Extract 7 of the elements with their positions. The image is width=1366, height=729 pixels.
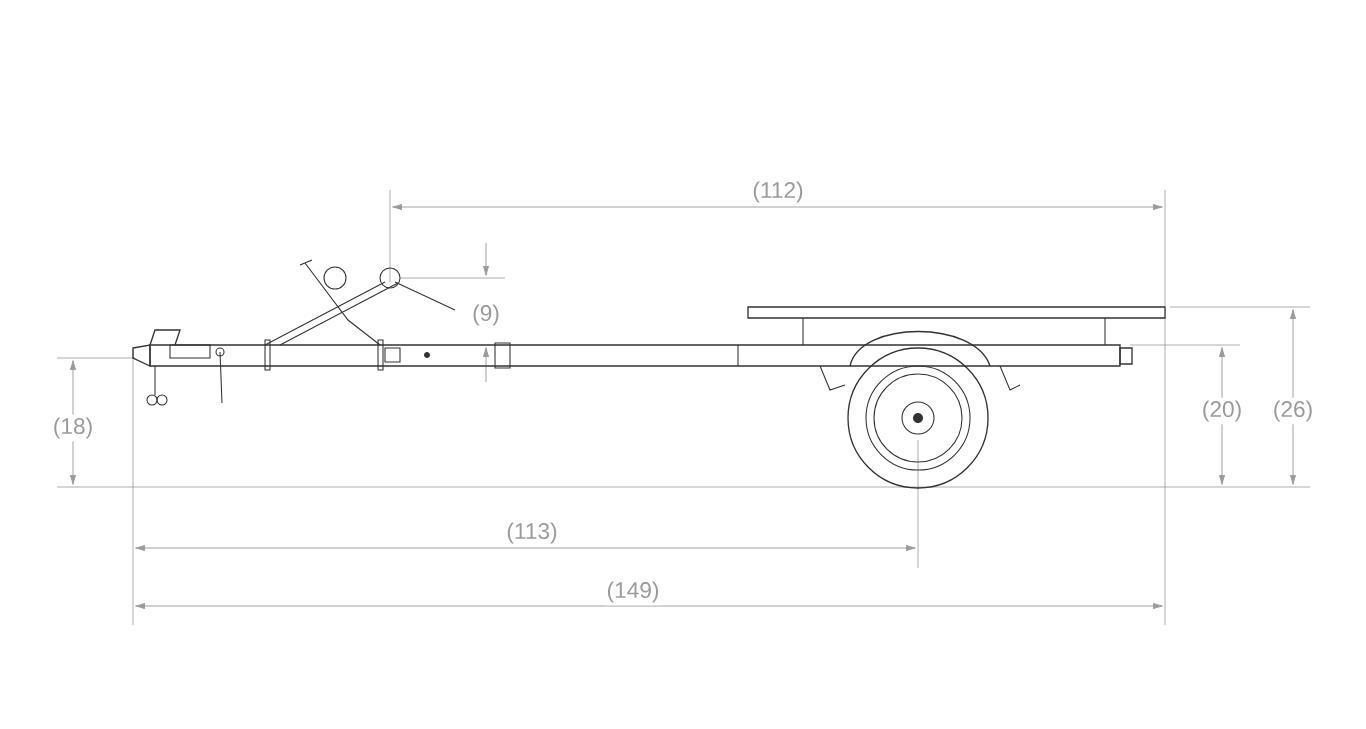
dimension-label: (113) xyxy=(503,519,561,547)
dimension-label: (18) xyxy=(50,414,96,442)
dimension-label: (9) xyxy=(469,301,503,329)
dimension-label: (26) xyxy=(1270,397,1316,425)
dimension-label: (149) xyxy=(603,578,663,606)
dimension-label: (20) xyxy=(1199,397,1245,425)
dimension-label: (112) xyxy=(749,178,807,206)
